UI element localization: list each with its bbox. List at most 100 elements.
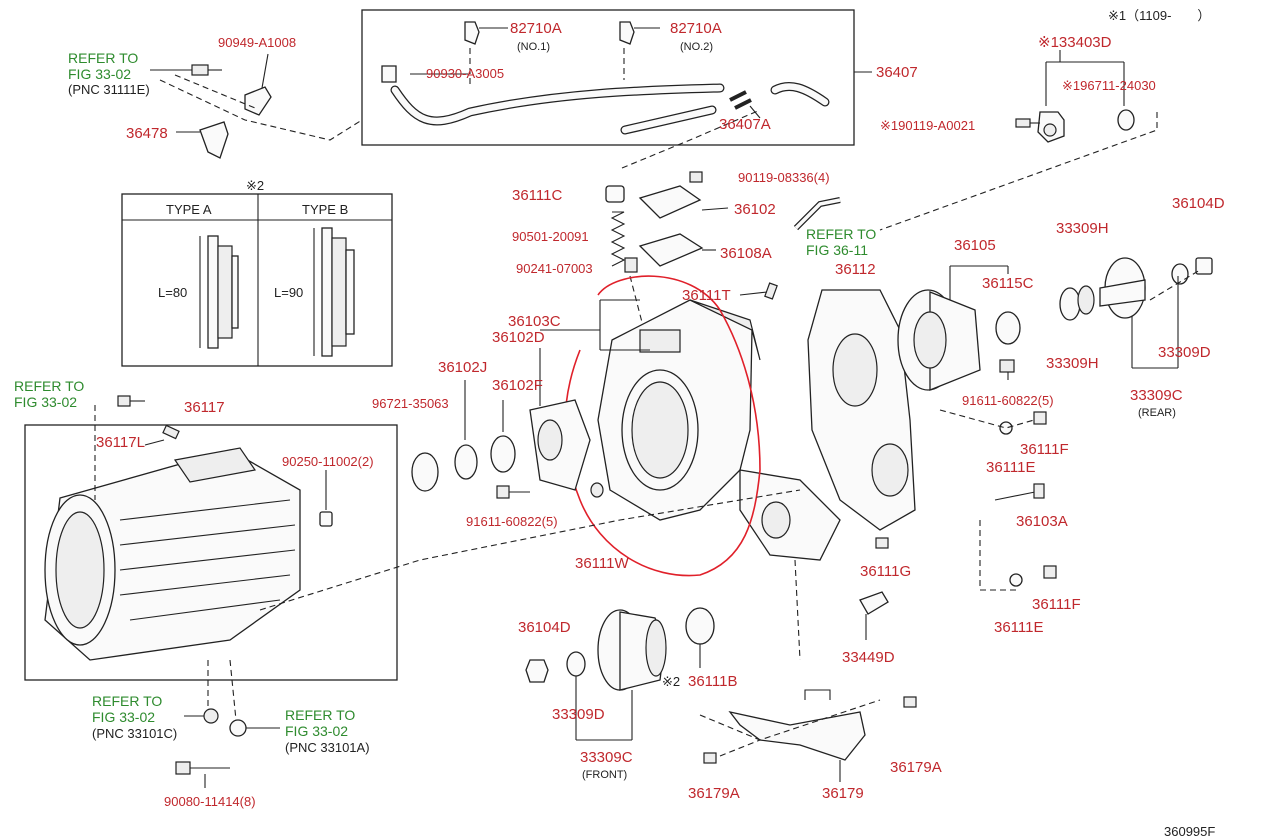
label-90949: 90949-A1008: [218, 35, 296, 50]
cover-36102-icon: [638, 171, 729, 219]
label-96721: 96721-35063: [372, 396, 449, 411]
bearing-36102j-icon: [454, 444, 478, 480]
label-36117l: 36117L: [96, 434, 145, 451]
label-90119-08336: 90119-08336(4): [738, 170, 830, 185]
seal-96721-icon: [411, 452, 439, 492]
label-33309c-front: 33309C: [580, 749, 633, 766]
label-36108a: 36108A: [720, 245, 772, 262]
ref-1-line1: REFER TO: [68, 50, 138, 66]
hose-assembly-box: [361, 9, 855, 146]
leader-dash: [879, 112, 1158, 231]
leader-dash: [159, 79, 363, 141]
drain-plug-icon: [184, 708, 219, 724]
bolt-top-left-icon: [117, 395, 145, 407]
bolt-36179a-right-icon: [903, 696, 917, 708]
transfer-case-36103c-icon: [597, 299, 841, 561]
ref-3-line2: FIG 33-02: [14, 394, 77, 410]
label-96711: ※196711-24030: [1062, 78, 1156, 93]
label-36102f: 36102F: [492, 377, 543, 394]
leader-dash: [259, 489, 801, 611]
ref-5-line1: REFER TO: [285, 707, 355, 723]
label-36102j: 36102J: [438, 359, 487, 376]
label-36112: 36112: [835, 261, 876, 278]
pin-36111t-icon: [764, 282, 778, 300]
label-36115c: 36115C: [982, 275, 1034, 292]
label-82710a-2: 82710A: [670, 20, 722, 37]
bolt-36103a-icon: [994, 483, 1045, 501]
label-36179a-right: 36179A: [890, 759, 942, 776]
label-33309d-rear: 33309D: [1158, 344, 1211, 361]
ref-5-line2: FIG 33-02: [285, 723, 348, 739]
type-table-title: ※2: [246, 178, 264, 193]
leader-dash: [719, 739, 761, 757]
bolt-36111f-icon: [999, 411, 1047, 435]
label-90080: 90080-11414(8): [164, 794, 256, 809]
bolt-36179a-left-icon: [703, 752, 717, 764]
pin-36111g-icon: [875, 537, 889, 549]
label-36111w: 36111W: [575, 555, 629, 572]
label-36104d-front: 36104D: [518, 619, 571, 636]
clamp-36478-icon: [176, 53, 272, 159]
ref-2-line1: REFER TO: [806, 226, 876, 242]
ref-1-pnc: (PNC 31111E): [68, 82, 150, 97]
pin-90250-icon: [319, 511, 333, 527]
label-36111e-2: 36111E: [994, 619, 1044, 636]
label-36179: 36179: [822, 785, 864, 802]
ref-1-line2: FIG 33-02: [68, 66, 131, 82]
label-36111e-1: 36111E: [986, 459, 1036, 476]
ref-4-line2: FIG 33-02: [92, 709, 155, 725]
label-36105: 36105: [954, 237, 996, 254]
speed-sensor-icon: [1037, 111, 1065, 143]
label-36102: 36102: [734, 201, 776, 218]
bracket-33449d-icon: [859, 591, 889, 640]
pin-36111w-icon: [590, 482, 604, 498]
label-no2: (NO.2): [680, 41, 713, 53]
bolt-36111f-lower-icon: [1009, 565, 1057, 587]
retainer-36102d-icon: [529, 399, 591, 491]
bolt-90119a-icon: [1015, 118, 1040, 128]
figure-id: 360995F: [1164, 824, 1215, 839]
label-36117: 36117: [184, 399, 225, 416]
label-90119a: ※190119-A0021: [880, 118, 975, 133]
seal-36115c-icon: [995, 311, 1021, 345]
label-90241: 90241-07003: [516, 261, 593, 276]
clip-82710a-no1-icon: [464, 21, 508, 84]
seal-type-b-icon: [313, 227, 355, 357]
fill-plug-icon: [229, 719, 280, 737]
clip-82710a-no2-icon: [619, 21, 660, 80]
label-91611-left: 91611-60822(5): [466, 514, 558, 529]
label-36102d: 36102D: [492, 329, 545, 346]
label-33449d: 33449D: [842, 649, 895, 666]
bolt-90949-icon: [150, 64, 222, 76]
bearing-36102f-icon: [490, 435, 516, 473]
label-90930: 90930-A3005: [426, 66, 504, 81]
label-33403d: ※133403D: [1038, 34, 1112, 51]
leader-dash: [939, 409, 1035, 429]
label-33309h-top: 33309H: [1056, 220, 1109, 237]
leader-dash: [621, 109, 761, 169]
label-36103a: 36103A: [1016, 513, 1068, 530]
label-36111b: 36111B: [688, 673, 738, 690]
leader-dash: [229, 659, 237, 721]
bracket-36179-icon: [728, 689, 866, 761]
label-36111g: 36111G: [860, 563, 911, 580]
breather-hose-icon: [381, 65, 725, 126]
adapter-box: [24, 424, 398, 681]
label-36103c: 36103C: [508, 313, 561, 330]
label-36407a: 36407A: [719, 116, 771, 133]
type-table: [121, 193, 393, 367]
label-rear: (REAR): [1138, 407, 1176, 419]
label-36407: 36407: [876, 64, 918, 81]
type-a-length: L=80: [158, 285, 187, 300]
label-33309c-rear: 33309C: [1130, 387, 1183, 404]
label-36179a-left: 36179A: [688, 785, 740, 802]
bolt-90080-icon: [175, 761, 230, 788]
label-36111t: 36111T: [682, 287, 731, 304]
leader-dash: [979, 520, 1016, 591]
label-36111c: 36111C: [512, 187, 562, 204]
label-front: (FRONT): [582, 769, 627, 781]
ref-2-line2: FIG 36-11: [806, 242, 868, 258]
label-star2: ※2: [662, 674, 680, 689]
ref-4-pnc: (PNC 33101C): [92, 726, 177, 741]
